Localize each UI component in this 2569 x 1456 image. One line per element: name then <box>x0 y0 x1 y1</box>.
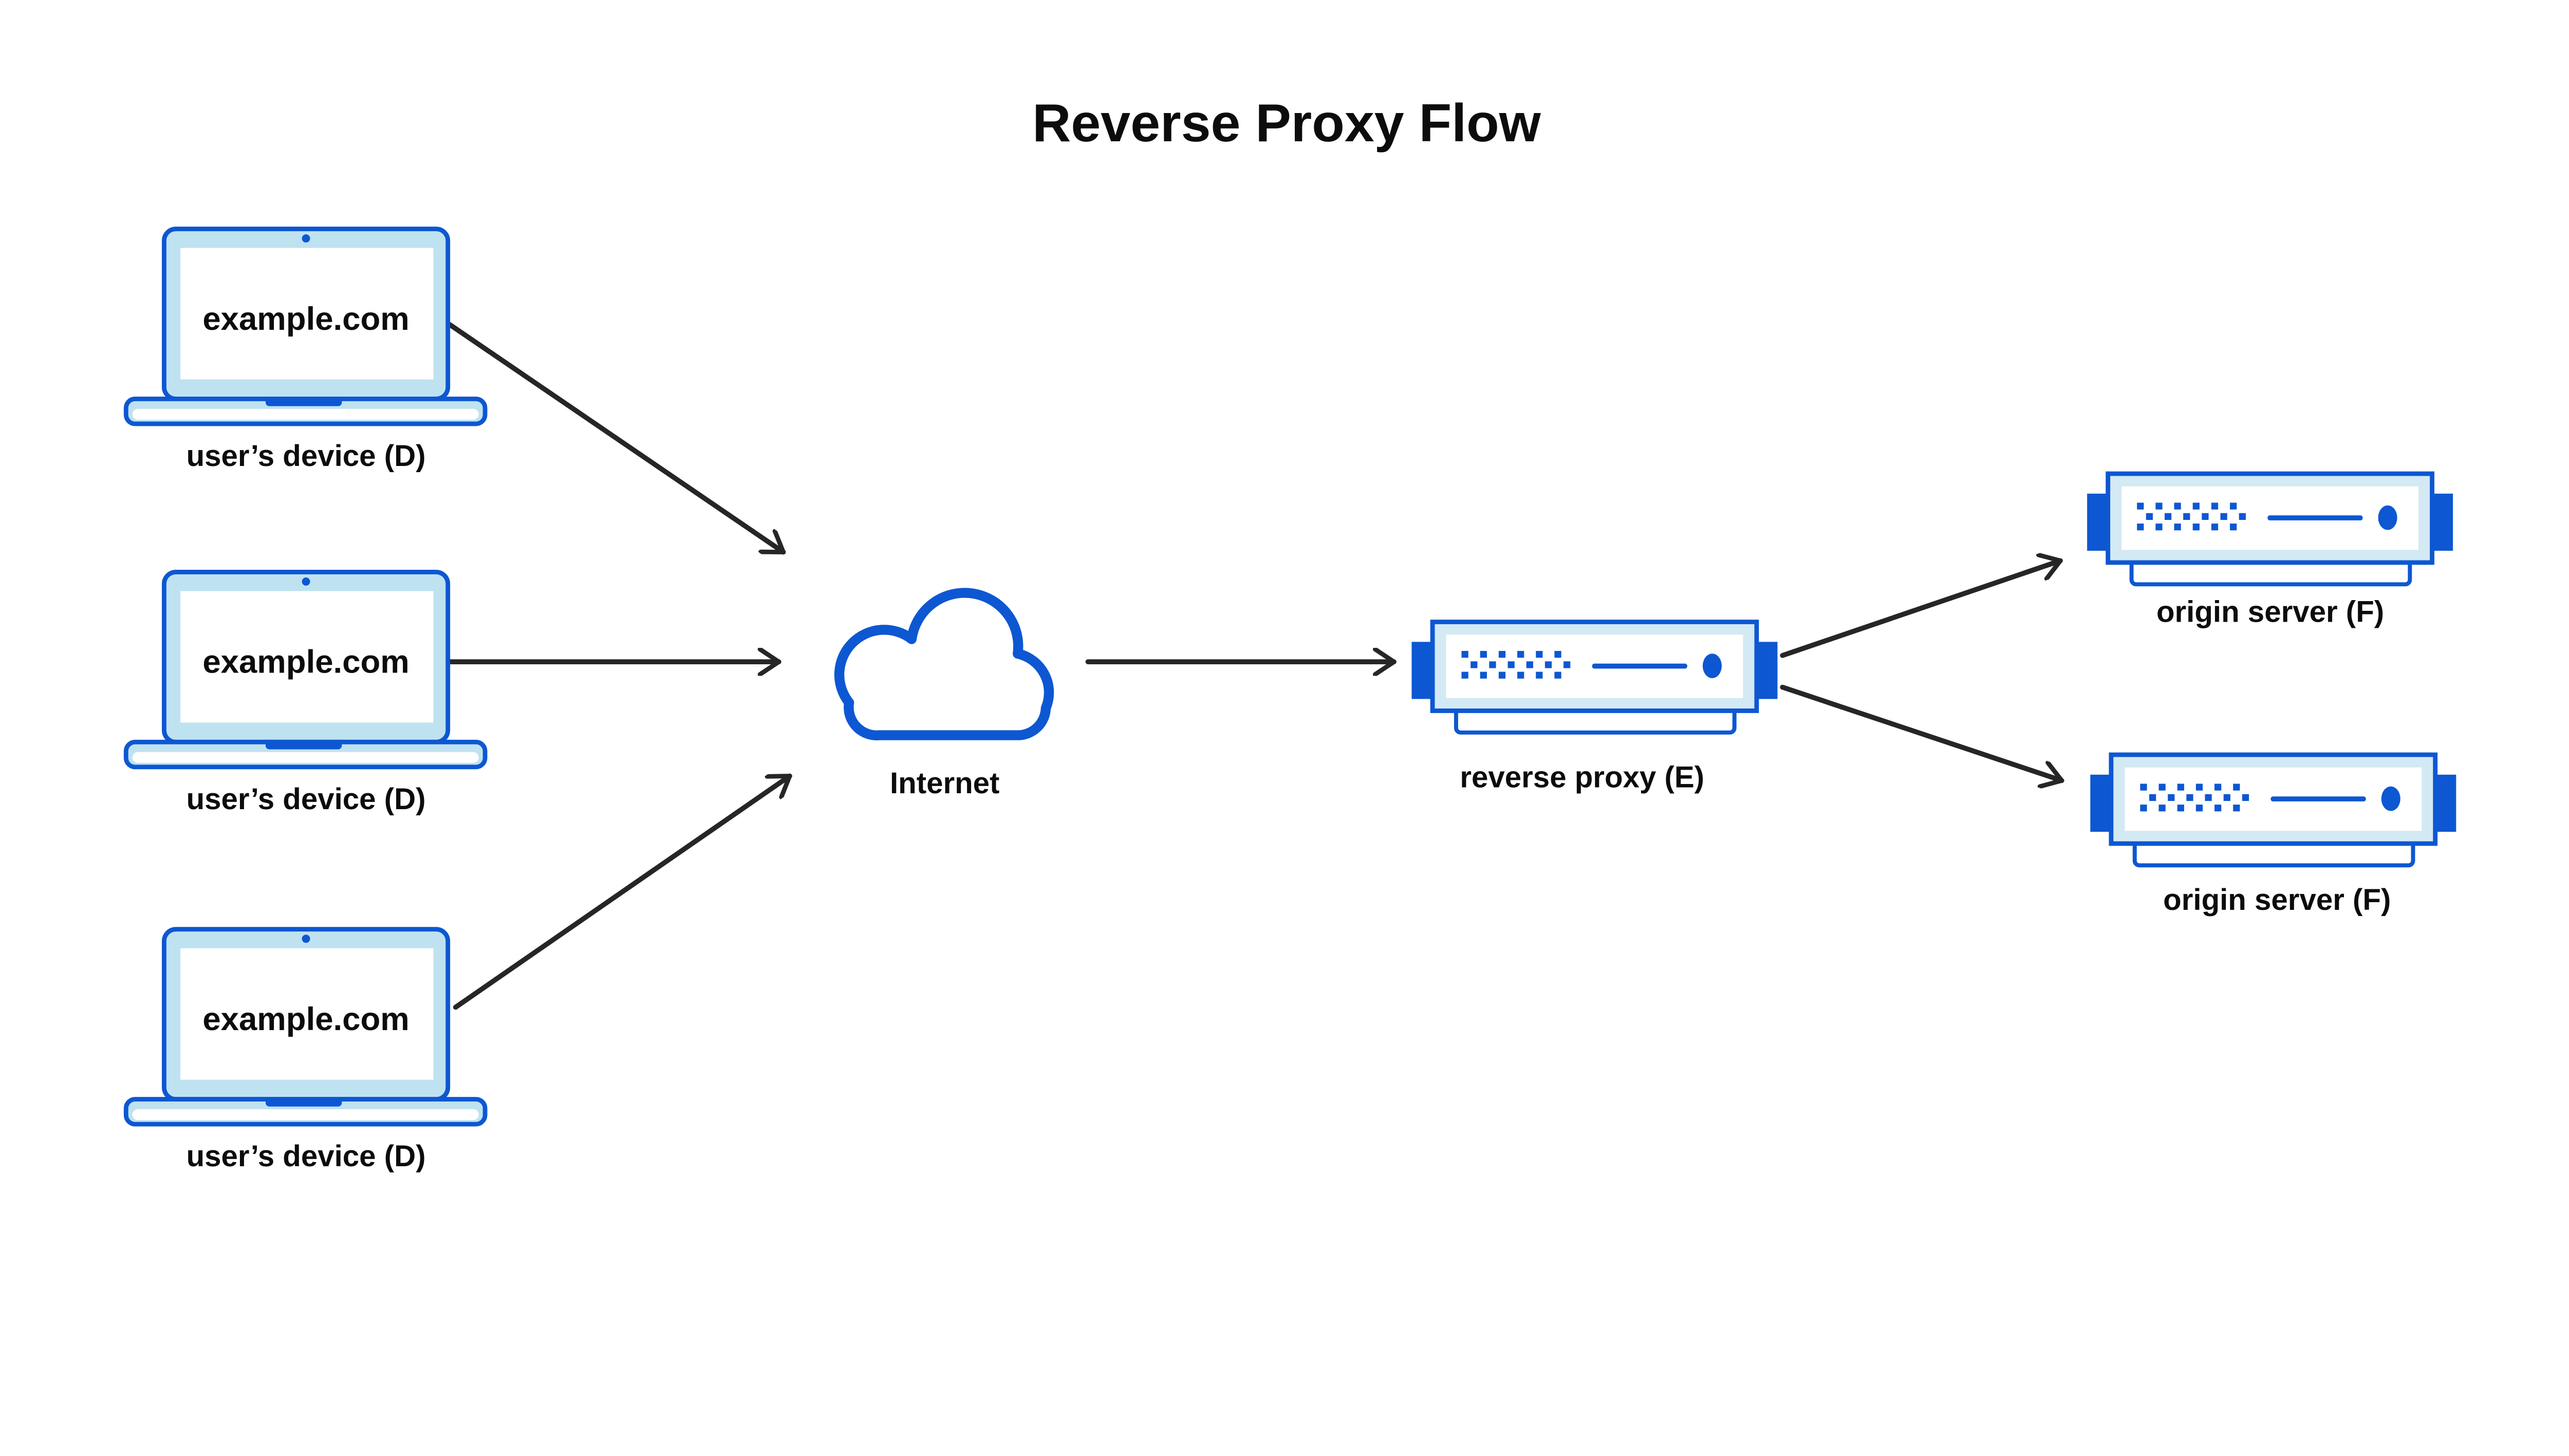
device3-label: user’s device (D) <box>187 1140 426 1173</box>
arrow-device1-to-internet <box>447 322 786 555</box>
device3-screen-text: example.com <box>202 1001 409 1037</box>
device2-label: user’s device (D) <box>187 782 426 816</box>
arrow-device3-to-internet <box>453 773 792 1010</box>
page-title: Reverse Proxy Flow <box>1032 94 1541 153</box>
origin-server-1-label: origin server (F) <box>2156 595 2384 629</box>
origin-server-2-label: origin server (F) <box>2163 883 2391 917</box>
reverse-proxy <box>1411 622 1777 733</box>
origin-server-1 <box>2087 474 2453 584</box>
device1-screen-text: example.com <box>202 301 409 337</box>
device1-label: user’s device (D) <box>187 439 426 473</box>
diagram-canvas: Reverse Proxy Flow example.com example.c… <box>0 93 2569 1173</box>
arrow-proxy-to-origin1 <box>1780 561 2063 658</box>
internet-cloud-icon <box>834 588 1054 741</box>
cloud-outline <box>834 588 1054 741</box>
device2-screen-text: example.com <box>202 644 409 680</box>
reverse-proxy-label: reverse proxy (E) <box>1460 761 1704 794</box>
internet-label: Internet <box>890 767 999 800</box>
origin-server-2 <box>2090 755 2456 865</box>
arrow-proxy-to-origin2 <box>1780 684 2064 781</box>
reverse-proxy-flow-diagram: Reverse Proxy Flow example.com example.c… <box>0 94 2569 1173</box>
